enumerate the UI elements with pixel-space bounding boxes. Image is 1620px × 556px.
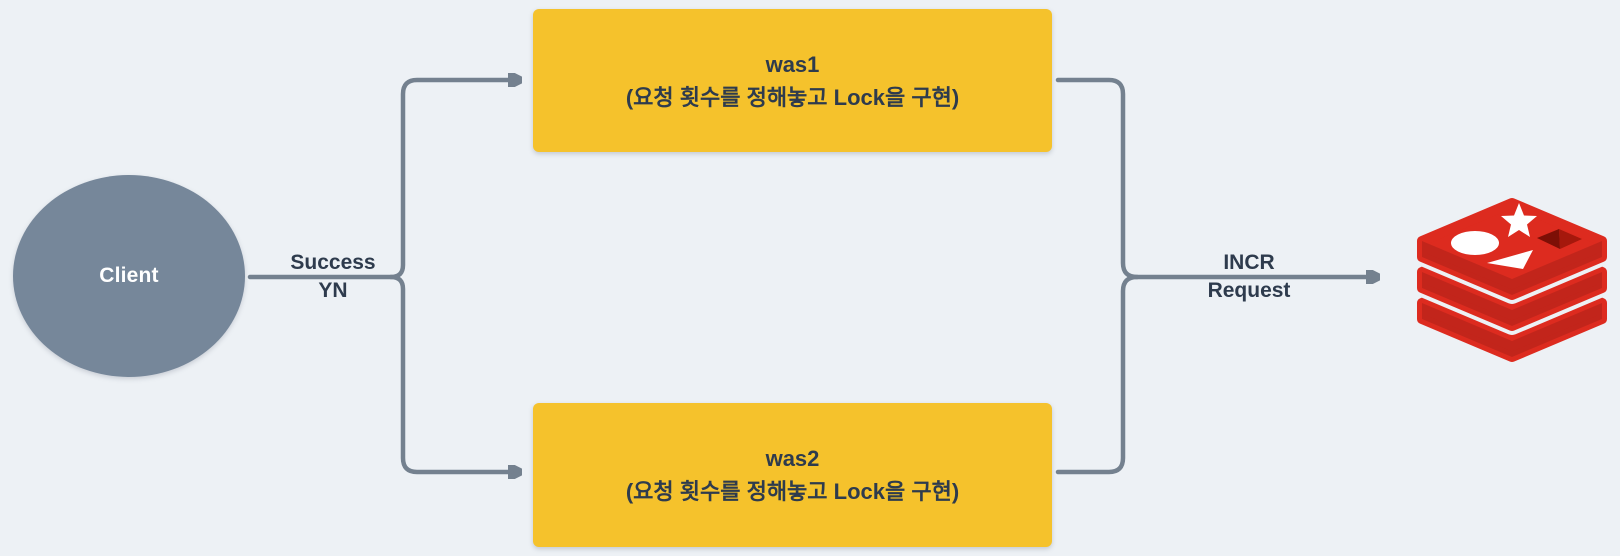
edge-label-incr-request: INCR Request	[1179, 251, 1319, 303]
node-was1: was1 (요청 횟수를 정해놓고 Lock을 구현)	[533, 9, 1052, 152]
node-was2: was2 (요청 횟수를 정해놓고 Lock을 구현)	[533, 403, 1052, 547]
was1-subtitle: (요청 횟수를 정해놓고 Lock을 구현)	[625, 84, 960, 110]
edge-client-to-was1	[247, 80, 519, 280]
edge-client-to-was2	[388, 274, 519, 472]
edge-label-request: Request	[1207, 279, 1291, 302]
edge-label-yn: YN	[318, 279, 348, 302]
client-label: Client	[99, 264, 159, 287]
edge-was1-to-redis	[1055, 77, 1377, 277]
redis-ellipse-shape	[1451, 231, 1499, 255]
redis-triangle-shape	[1487, 250, 1533, 269]
was2-subtitle: (요청 횟수를 정해놓고 Lock을 구현)	[625, 479, 960, 504]
edge-label-success-yn: Success YN	[263, 251, 403, 303]
edge-was2-to-redis	[1055, 274, 1140, 475]
edge-label-incr: INCR	[1223, 251, 1275, 274]
redis-star-shape	[1501, 203, 1537, 237]
was2-title: was2	[765, 446, 820, 471]
redis-database-icon	[1413, 197, 1611, 362]
was1-title: was1	[765, 51, 820, 77]
edge-label-success: Success	[290, 251, 376, 274]
node-client: Client	[13, 175, 245, 377]
redis-square-hole	[1537, 229, 1560, 249]
